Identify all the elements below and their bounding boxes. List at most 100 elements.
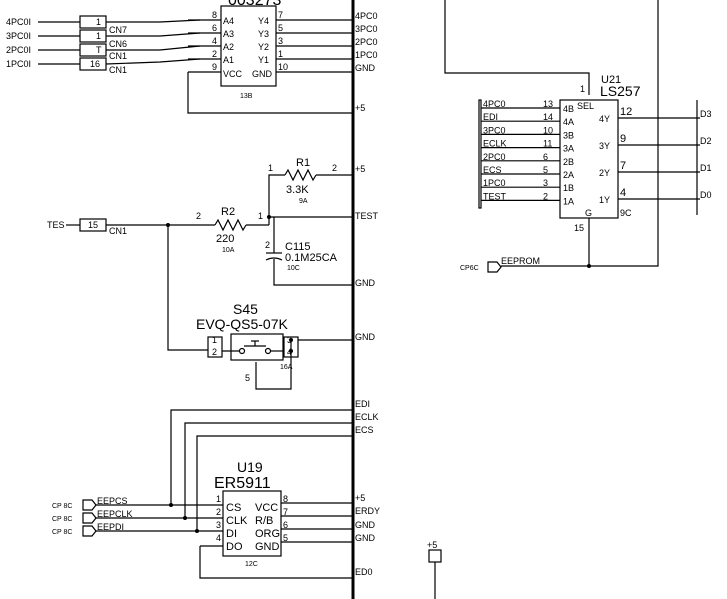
switch-pin: 5	[245, 373, 250, 383]
connector-ref: CN1	[109, 65, 127, 75]
u21-pin-num: 10	[543, 125, 553, 135]
c115-capacitor: C115 0.1M25CA 10C 2	[265, 217, 353, 286]
r1-pin: 1	[268, 163, 273, 173]
u19-input-src: CP 8C	[52, 516, 73, 523]
u19-input-sig: EEPDI	[97, 522, 124, 532]
top-chip-pin-name: Y2	[258, 42, 269, 52]
u19-pin-name: VCC	[255, 502, 278, 514]
top-buffer-chip: 003273 13B 8 6 4 2 9 A4 A3 A2 A1 VCC 7 5…	[187, 0, 353, 114]
switch-pin: 3	[287, 335, 292, 345]
arrow-icon	[487, 261, 502, 273]
test-label: TES	[47, 220, 65, 230]
connector-pin: 15	[88, 220, 98, 230]
u19-body	[222, 490, 282, 557]
u21-pin-name: 3B	[563, 130, 574, 140]
connector-ref: CN1	[109, 51, 127, 61]
u19-pin-name: R/B	[255, 515, 273, 527]
u21-input-sig: 1PC0	[483, 178, 506, 188]
switch-pin-box	[207, 336, 223, 358]
r1-ref: 9A	[299, 198, 308, 205]
switch-body	[230, 333, 284, 361]
u21-pin-name: 1B	[563, 183, 574, 193]
u21-pin-num: 5	[543, 165, 548, 175]
connector-pin: 1	[96, 17, 101, 27]
u21-body	[559, 99, 619, 219]
u19-input-sig: EEPCLK	[97, 509, 133, 519]
top-chip-pin-num: 7	[278, 10, 283, 20]
u19-pin-num: 7	[283, 507, 288, 517]
bus-label: GND	[355, 533, 376, 543]
u19-pin-name: GND	[255, 541, 280, 553]
top-chip-pin-name: A4	[223, 16, 234, 26]
arrow-icon	[82, 499, 97, 511]
bus-label: 1PC0	[355, 50, 378, 60]
u21-sel-label: SEL	[577, 101, 594, 111]
connector-pin: T	[96, 45, 102, 55]
u19-inputs: CP 8C CP 8C CP 8C EEPCS EEPCLK EEPDI	[52, 409, 353, 537]
top-chip-title: 003273	[228, 0, 281, 9]
bus-label: TEST	[355, 211, 379, 221]
u21-pin-num: 7	[620, 160, 626, 172]
r2-name: R2	[221, 206, 235, 218]
u21-pin-name: 1Y	[599, 195, 610, 205]
test-input: TES 15 CN1	[47, 218, 215, 236]
u21-input-bar	[478, 99, 482, 209]
r2-resistor: R2 220 10A 2 1	[196, 206, 353, 254]
u19-pin-num: 5	[283, 533, 288, 543]
r1-resistor: R1 3.3K 9A 1 2	[268, 157, 353, 217]
bus-label: 4PC0	[355, 11, 378, 21]
eeprom-signal: CP6C EEPROM	[460, 256, 589, 273]
u19-pin-num: 6	[283, 520, 288, 530]
u21-input-sig: TEST	[483, 191, 507, 201]
s45-ref: 16A	[280, 364, 293, 371]
u19-pin-num: 1	[216, 494, 221, 504]
u19-input-src: CP 8C	[52, 529, 73, 536]
u21-input-sig: 4PC0	[483, 99, 506, 109]
u19-pin-name: ORG	[255, 528, 280, 540]
input-label: 4PC0I	[6, 17, 31, 27]
input-label: 3PC0I	[6, 31, 31, 41]
top-chip-pin-num: 1	[278, 49, 283, 59]
u21-chip: 1 U21 LS257 SEL G 15 9C	[444, 0, 659, 268]
top-chip-pin-num: 9	[212, 62, 217, 72]
u21-input-sig: 2PC0	[483, 152, 506, 162]
bus-label: ECLK	[355, 412, 379, 422]
top-chip-ref: 13B	[240, 93, 253, 100]
bus-label: +5	[355, 493, 365, 503]
u19-pin-name: CS	[226, 502, 241, 514]
arrow-icon	[82, 525, 97, 537]
switch-pin: 2	[212, 347, 217, 357]
c115-value: 0.1M25CA	[285, 252, 338, 264]
connector-ref: CN7	[109, 25, 127, 35]
top-chip-pin-name: A1	[223, 55, 234, 65]
connector-ref: CN6	[109, 39, 127, 49]
r1-name: R1	[296, 157, 310, 169]
switch-pin: 4	[287, 347, 292, 357]
bus-label: GND	[355, 520, 376, 530]
u19-pin-name: DO	[226, 541, 243, 553]
bus-label: EDI	[355, 399, 370, 409]
connector-pin: 1	[96, 31, 101, 41]
u21-input-sig: EDI	[483, 112, 498, 122]
u19-pin-num: 2	[216, 507, 221, 517]
bus-label: GND	[355, 332, 376, 342]
u21-pin-num: 13	[543, 99, 553, 109]
u21-input-sig: ECS	[483, 165, 502, 175]
u21-output-sig: D3	[700, 109, 712, 119]
connector-box	[79, 29, 107, 43]
bus-label: ERDY	[355, 506, 380, 516]
u21-pin-name: 2B	[563, 157, 574, 167]
connector-pin: 16	[90, 59, 100, 69]
connector-box	[79, 57, 107, 71]
connector-ref: CN1	[109, 226, 127, 236]
bus-label: ED0	[355, 567, 373, 577]
u21-pin-num: 12	[620, 106, 632, 118]
connector-box	[79, 43, 107, 57]
u21-input-sig: ECLK	[483, 139, 507, 149]
u21-pin-name: 3A	[563, 144, 574, 154]
r2-pin: 2	[196, 211, 201, 221]
top-chip-pin-name: Y1	[258, 55, 269, 65]
u21-pin-name: 4Y	[599, 114, 610, 124]
top-chip-pin-name: GND	[252, 69, 273, 79]
r2-pin: 1	[258, 211, 263, 221]
